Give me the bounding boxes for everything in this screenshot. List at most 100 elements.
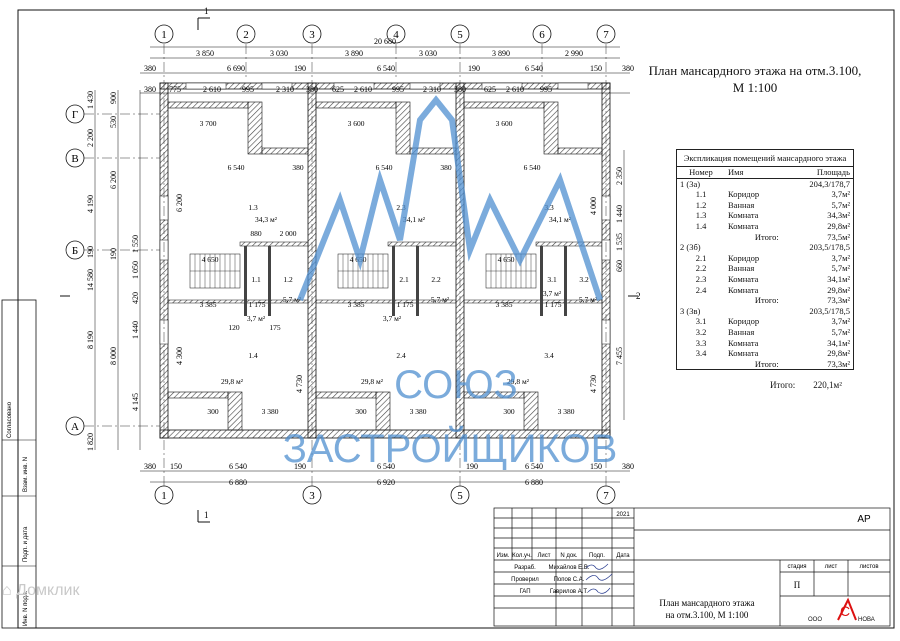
cell: 34,1м² <box>827 273 850 284</box>
dim-inner-2000-1: 2 000 <box>280 229 297 238</box>
dim-top3-b: 775 <box>169 85 181 94</box>
group-row: 3 (3в)203,5/178,5 <box>677 306 853 317</box>
room-1-1: 1.1 <box>251 275 261 284</box>
cell: 3,7м² <box>831 252 850 263</box>
dim-top3-a: 380 <box>144 85 156 94</box>
cell: Коридор <box>728 252 760 263</box>
dim-right-e: 660 <box>615 260 624 272</box>
section-mark-bottom: 1 <box>204 510 209 520</box>
axis-6: 6 <box>539 29 545 41</box>
dim-linner-b: 530 <box>109 116 118 128</box>
dim-inner-4300: 4 300 <box>175 347 184 365</box>
dim-inner-380-1: 380 <box>292 163 304 172</box>
cell: Ванная <box>728 326 755 337</box>
section-mark-right: 2 <box>636 291 641 301</box>
axis-G: Г <box>72 109 78 121</box>
dim-bot1-e: 6 540 <box>377 462 395 471</box>
dim-bot2-c: 6 880 <box>525 478 543 487</box>
svg-text:C: C <box>840 603 850 619</box>
dim-left-a: 1 430 <box>86 91 95 109</box>
dim-inner-880-1: 880 <box>250 229 262 238</box>
stamp-col-data: Дата <box>616 553 630 559</box>
stamp-title-2: на отм.3.100, М 1:100 <box>666 610 749 620</box>
axis-1: 1 <box>161 29 167 41</box>
group-area: 204,3/178,7 <box>809 178 850 189</box>
dim-left-b: 2 200 <box>86 129 95 147</box>
dim-linner-i: 4 145 <box>131 393 140 411</box>
dim-inner-3380-1: 3 380 <box>262 407 279 416</box>
cell: Ванная <box>728 263 755 274</box>
cell: 3,7м² <box>831 189 850 200</box>
cell: 3.2 <box>695 326 707 337</box>
dim-inner-3700: 3 700 <box>200 119 217 128</box>
cell: 5,7м² <box>831 263 850 274</box>
cell: 3.3 <box>695 337 707 348</box>
dim-inner-3380-2: 3 380 <box>410 407 427 416</box>
company-logo: C ООО НОВА <box>808 597 875 623</box>
dim-overall: 20 680 <box>374 37 396 46</box>
dim-inner-3385-2: 3 385 <box>348 300 365 309</box>
side-label-sign-date: Подп. и дата <box>23 526 29 562</box>
watermark-word-2: ЗАСТРОЙЩИКОВ <box>283 425 618 471</box>
cell: 29,8м² <box>827 220 850 231</box>
dim-top2-a: 380 <box>144 64 156 73</box>
room-2-1-area: 3,7 м² <box>383 314 402 323</box>
cell: 1.2 <box>695 199 707 210</box>
stamp-stage-hdr: стадия <box>787 564 806 570</box>
room-2-2: 2.2 <box>431 275 441 284</box>
cell: 29,8м² <box>827 284 850 295</box>
dim-top1-f: 2 990 <box>565 49 583 58</box>
group-row: 1 (3а)204,3/178,7 <box>677 178 853 189</box>
dim-top3-n: 995 <box>540 85 552 94</box>
grand-total: Итого: 220,1м² <box>770 380 842 390</box>
section-marks <box>60 17 638 523</box>
subtotal-value: 73,5м² <box>827 231 850 242</box>
group-area: 203,5/178,5 <box>809 242 850 253</box>
room-3-3-area: 34,1 м² <box>549 215 572 224</box>
grand-total-label: Итого: <box>770 380 796 390</box>
side-label-inv: Инв. N подл. <box>23 590 29 626</box>
plan-title-line2: М 1:100 <box>732 80 778 95</box>
subtotal-row: Итого:73,3м² <box>677 295 853 306</box>
svg-text:ООО: ООО <box>808 617 822 623</box>
dim-top2-f: 6 540 <box>525 64 543 73</box>
stamp-code: АР <box>857 514 871 525</box>
subtotal-label: Итого: <box>754 358 779 369</box>
dim-top1-a: 3 850 <box>196 49 214 58</box>
axis-2: 2 <box>243 29 249 41</box>
subtotal-row: Итого:73,5м² <box>677 232 853 243</box>
room-3-4: 3.4 <box>544 351 554 360</box>
side-stamp: Согласовано Взам. инв. N Подп. и дата Ин… <box>1 299 37 629</box>
stamp-name-check: Попов С.А. <box>554 577 585 583</box>
side-label-agreed: Согласовано <box>7 401 13 438</box>
dim-top3-g: 625 <box>332 85 344 94</box>
axis-bubbles-top <box>65 24 616 505</box>
dim-linner-h: 8 000 <box>109 347 118 365</box>
stamp-sheets-hdr: листов <box>859 564 878 570</box>
room-3-1: 3.1 <box>547 275 557 284</box>
cell: 1.3 <box>695 210 707 221</box>
dim-bot1-c: 6 540 <box>229 462 247 471</box>
dim-top1-d: 3 030 <box>419 49 437 58</box>
dim-right-g: 4 730 <box>589 375 598 393</box>
dim-top3-d: 995 <box>242 85 254 94</box>
cell: 2.1 <box>695 252 707 263</box>
home-icon: ⌂ <box>2 582 12 599</box>
watermark-word-1: СОЮЗ <box>394 363 518 407</box>
dim-bot1-f: 190 <box>466 462 478 471</box>
stamp-name-gap: Гаврилов А.Т. <box>550 589 589 595</box>
dim-inner-3600-3: 3 600 <box>496 119 513 128</box>
cell: 29,8м² <box>827 348 850 359</box>
stamp-year: 2021 <box>616 512 630 518</box>
cell: 3,7м² <box>831 316 850 327</box>
group-title: 3 (3в) <box>680 305 701 316</box>
cell: 1.4 <box>695 220 707 231</box>
stamp-stage: П <box>794 580 801 590</box>
dim-top2-g: 150 <box>590 64 602 73</box>
